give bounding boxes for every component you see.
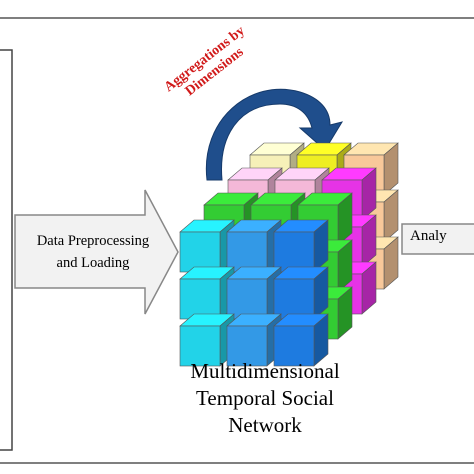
cube-title-line1: Multidimensional (190, 359, 340, 383)
cube-block-front (273, 266, 329, 320)
cube-title-line3: Network (228, 413, 302, 437)
cube-block-front (226, 219, 282, 273)
data-cube (179, 142, 399, 367)
preprocessing-label-line1: Data Preprocessing (36, 233, 150, 249)
analysis-label: Analy (410, 228, 447, 244)
analysis-box (401, 223, 474, 255)
cube-block-front (179, 266, 235, 320)
aggregation-curved-arrow (205, 88, 344, 181)
cube-title-line2: Temporal Social (196, 386, 334, 410)
preprocessing-arrow (14, 189, 179, 315)
cube-title: Multidimensional Temporal Social Network (160, 358, 370, 439)
cube-block-front (273, 219, 329, 273)
cube-block-front (179, 219, 235, 273)
cube-block-front (226, 266, 282, 320)
left-source-box (0, 49, 13, 451)
preprocessing-label: Data Preprocessing and Loading (18, 230, 168, 274)
cube-block-front (273, 313, 329, 367)
preprocessing-label-line2: and Loading (56, 255, 130, 271)
